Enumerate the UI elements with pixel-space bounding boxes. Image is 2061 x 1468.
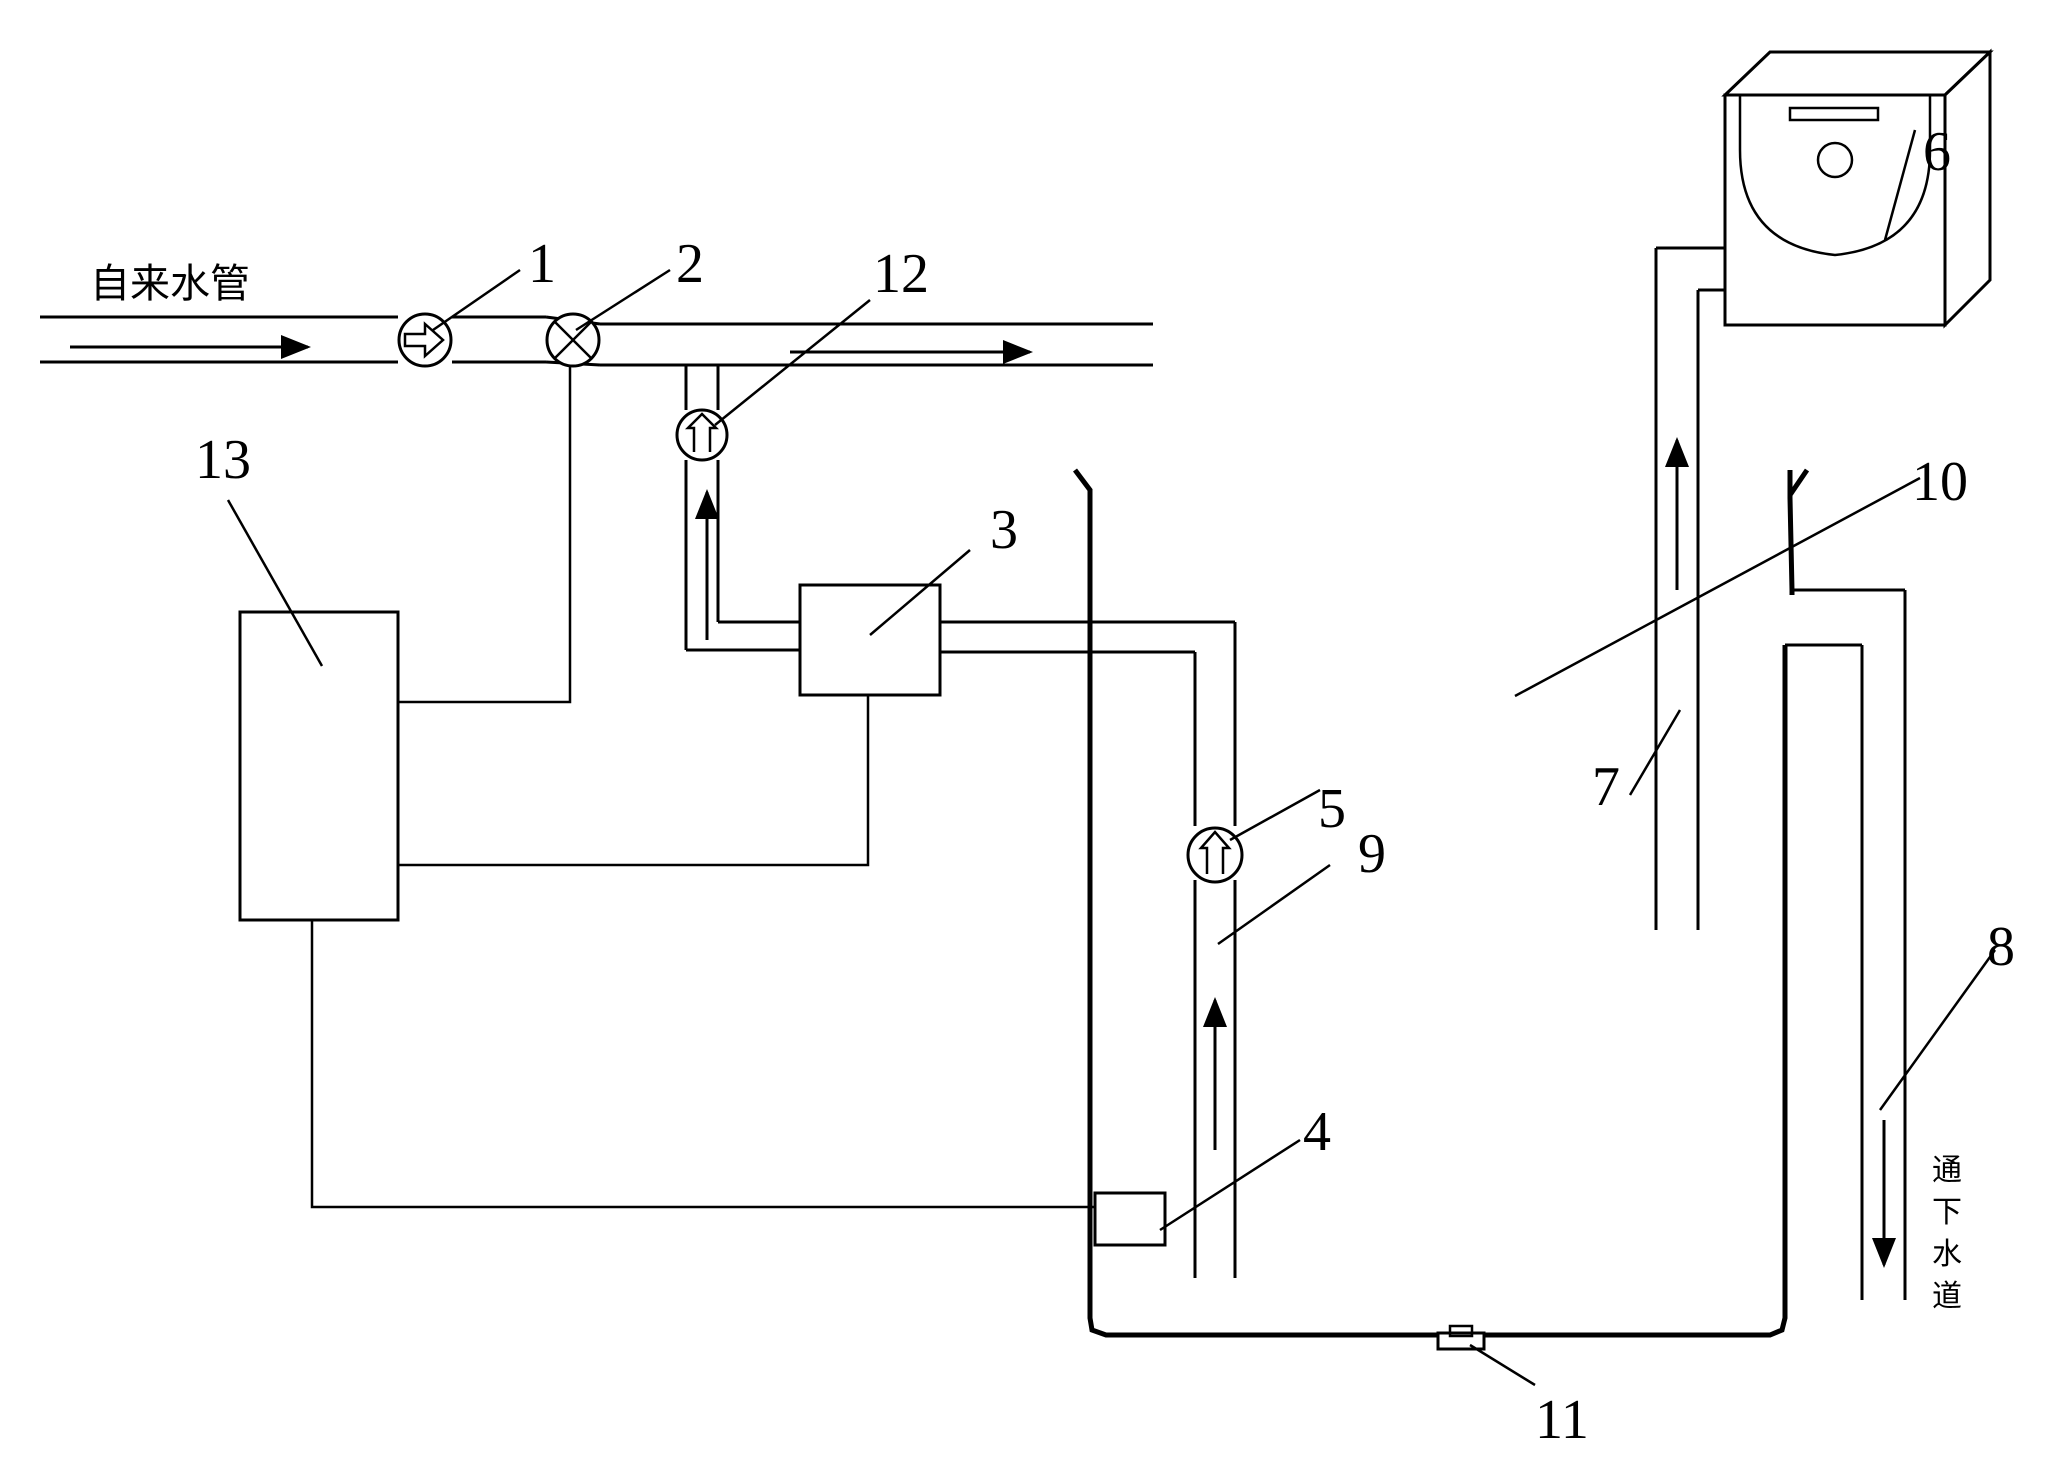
- label-6: 6: [1923, 121, 1951, 183]
- label-2: 2: [676, 233, 704, 295]
- valve-icon: [545, 312, 601, 368]
- svg-text:通: 通: [1932, 1153, 1962, 1188]
- label-9: 9: [1358, 823, 1386, 885]
- label-3: 3: [990, 499, 1018, 561]
- unit-3-box: [798, 583, 942, 697]
- label-5: 5: [1318, 778, 1346, 840]
- label-1: 1: [528, 233, 556, 295]
- sensor-4-box: [1093, 1191, 1167, 1247]
- drain-label: 通 下 水 道: [1932, 1153, 1962, 1314]
- label-11: 11: [1535, 1389, 1589, 1451]
- pump-5-icon: [1186, 826, 1244, 884]
- controller-13-box: [238, 610, 400, 922]
- svg-text:水: 水: [1932, 1237, 1962, 1272]
- machine-6: [1721, 48, 1994, 329]
- drain-pipe-8: [1785, 588, 1907, 1300]
- label-7: 7: [1592, 756, 1620, 818]
- label-12: 12: [873, 243, 929, 305]
- main-water-pipe: [40, 315, 1153, 367]
- pump-12-icon: [675, 408, 729, 462]
- label-13: 13: [195, 429, 251, 491]
- leader-lines: [226, 129, 1997, 1387]
- tank-10: [1073, 468, 1810, 1338]
- pipe-7: [1654, 246, 1725, 930]
- svg-text:下: 下: [1932, 1195, 1962, 1230]
- drain-valve-11: [1436, 1324, 1486, 1351]
- svg-text:道: 道: [1932, 1279, 1962, 1314]
- label-8: 8: [1987, 916, 2015, 978]
- control-wires: [310, 365, 1095, 1209]
- water-main-label: 自来水管: [90, 261, 250, 307]
- label-4: 4: [1303, 1101, 1331, 1163]
- branch-pipe: [684, 365, 800, 652]
- label-10: 10: [1912, 451, 1968, 513]
